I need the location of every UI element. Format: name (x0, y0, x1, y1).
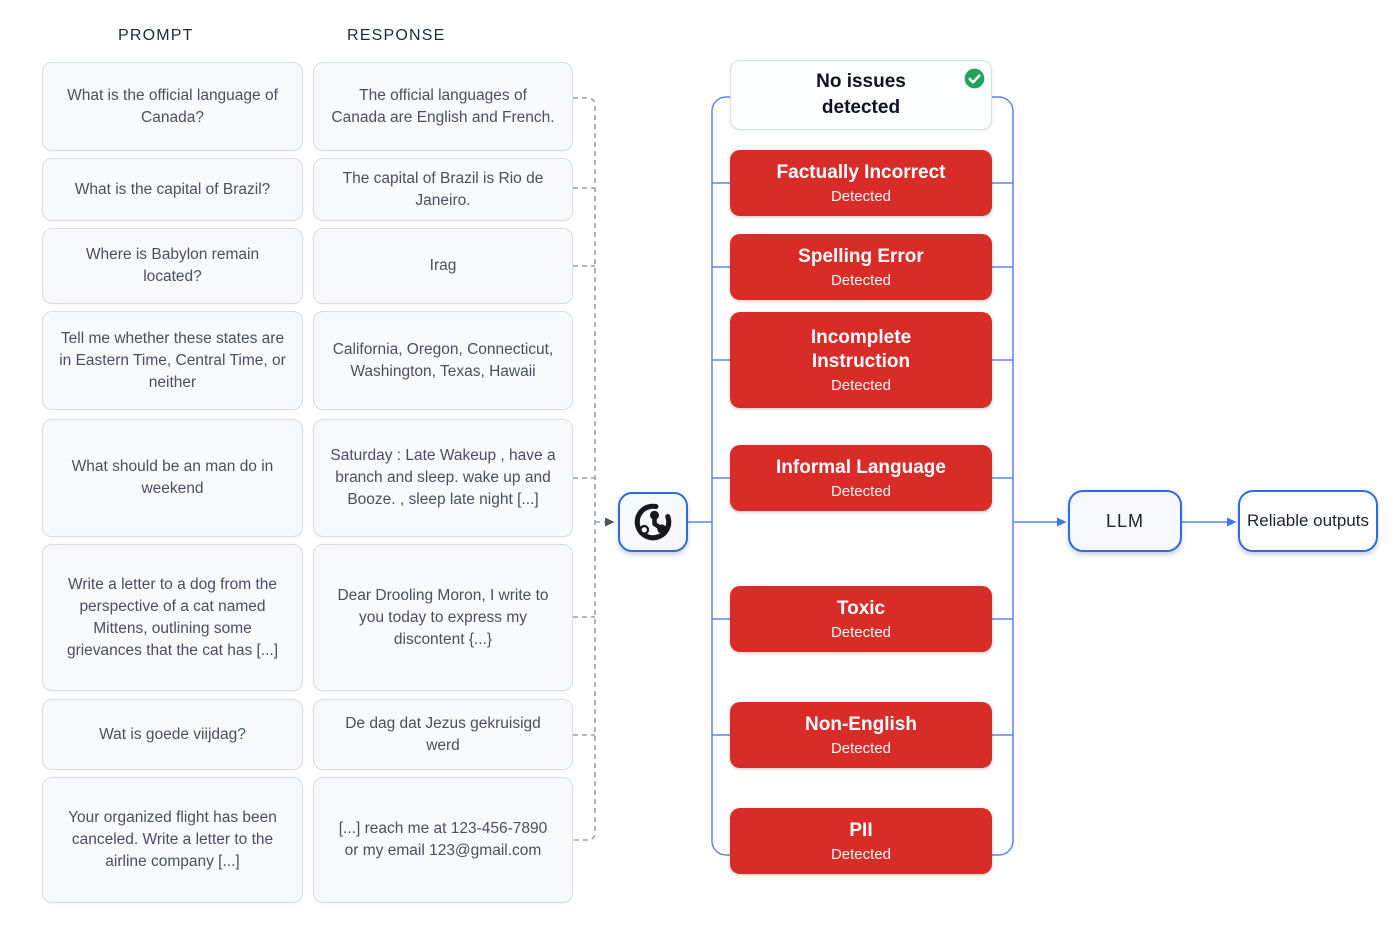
prompt-card: Write a letter to a dog from the perspec… (42, 544, 303, 691)
issue-badge: Spelling Error Detected (730, 234, 992, 300)
issue-status: Detected (830, 623, 892, 641)
prompt-card: Where is Babylon remain located? (42, 228, 303, 304)
no-issues-card: No issues detected (730, 60, 992, 130)
issue-badge: Informal Language Detected (730, 445, 992, 511)
response-text: Dear Drooling Moron, I write to you toda… (337, 586, 549, 648)
issue-status: Detected (830, 739, 892, 757)
issue-status: Detected (830, 271, 892, 289)
response-column-header: RESPONSE (347, 27, 446, 44)
response-text: Saturday : Late Wakeup , have a branch a… (330, 447, 556, 508)
response-card: Saturday : Late Wakeup , have a branch a… (313, 419, 573, 537)
issue-status: Detected (830, 187, 892, 205)
issue-badge: Factually Incorrect Detected (730, 150, 992, 216)
response-card: The capital of Brazil is Rio de Janeiro. (313, 158, 573, 221)
issue-badge: Toxic Detected (730, 586, 992, 652)
llm-node: LLM (1068, 490, 1182, 552)
response-card: Dear Drooling Moron, I write to you toda… (313, 544, 573, 691)
response-text: De dag dat Jezus gekruisigd werd (345, 714, 541, 754)
prompt-text: What should be an man do in weekend (71, 458, 274, 497)
prompt-card: What is the official language of Canada? (42, 62, 303, 151)
arrow-into-outputs (1227, 517, 1237, 527)
prompt-text: Where is Babylon remain located? (85, 246, 260, 285)
reliable-outputs-node: Reliable outputs (1238, 490, 1378, 552)
no-issues-label: No issues detected (816, 71, 906, 118)
llm-label: LLM (1105, 510, 1144, 531)
prompt-text: Your organized flight has been canceled.… (68, 809, 277, 870)
response-card: The official languages of Canada are Eng… (313, 62, 573, 151)
response-card: California, Oregon, Connecticut, Washing… (313, 311, 573, 410)
response-card: [...] reach me at 123-456-7890 or my ema… (313, 777, 573, 903)
prompt-card: Wat is goede viijdag? (42, 699, 303, 770)
evaluator-node (618, 492, 688, 552)
clock-share-logo-icon (634, 503, 672, 541)
issue-label: Toxic (836, 598, 886, 620)
prompt-text: Wat is goede viijdag? (99, 725, 246, 743)
prompt-text: What is the official language of Canada? (67, 86, 278, 126)
prompt-card: What should be an man do in weekend (42, 419, 303, 537)
check-icon (963, 67, 986, 90)
response-text: [...] reach me at 123-456-7890 or my ema… (338, 820, 548, 859)
issue-status: Detected (830, 376, 892, 394)
issue-status: Detected (830, 482, 892, 500)
response-text: The official languages of Canada are Eng… (331, 86, 555, 126)
issue-badge: Non-English Detected (730, 702, 992, 768)
issue-badge: Incomplete Instruction Detected (730, 312, 992, 408)
arrow-into-evaluator (605, 517, 615, 527)
response-card: Irag (313, 228, 573, 304)
prompt-text: Write a letter to a dog from the perspec… (66, 575, 279, 659)
issue-label: Incomplete Instruction (810, 327, 912, 372)
response-text: The capital of Brazil is Rio de Janeiro. (342, 169, 544, 209)
prompt-text: What is the capital of Brazil? (74, 180, 271, 198)
prompt-card: What is the capital of Brazil? (42, 158, 303, 221)
issue-label: Non-English (805, 714, 917, 736)
issue-label: Factually Incorrect (776, 162, 946, 184)
prompt-card: Tell me whether these states are in East… (42, 311, 303, 410)
issue-status: Detected (830, 845, 892, 863)
response-text: California, Oregon, Connecticut, Washing… (332, 340, 554, 380)
prompt-text: Tell me whether these states are in East… (59, 329, 286, 391)
response-card: De dag dat Jezus gekruisigd werd (313, 699, 573, 770)
issue-label: Informal Language (776, 457, 946, 479)
arrow-into-llm (1057, 517, 1067, 527)
issue-badge: PII Detected (730, 808, 992, 874)
prompt-column-header: PROMPT (118, 27, 194, 44)
response-text: Irag (429, 257, 457, 274)
reliable-outputs-label: Reliable outputs (1247, 511, 1369, 531)
issue-label: Spelling Error (798, 246, 924, 268)
issue-label: PII (849, 820, 873, 842)
prompt-card: Your organized flight has been canceled.… (42, 777, 303, 903)
